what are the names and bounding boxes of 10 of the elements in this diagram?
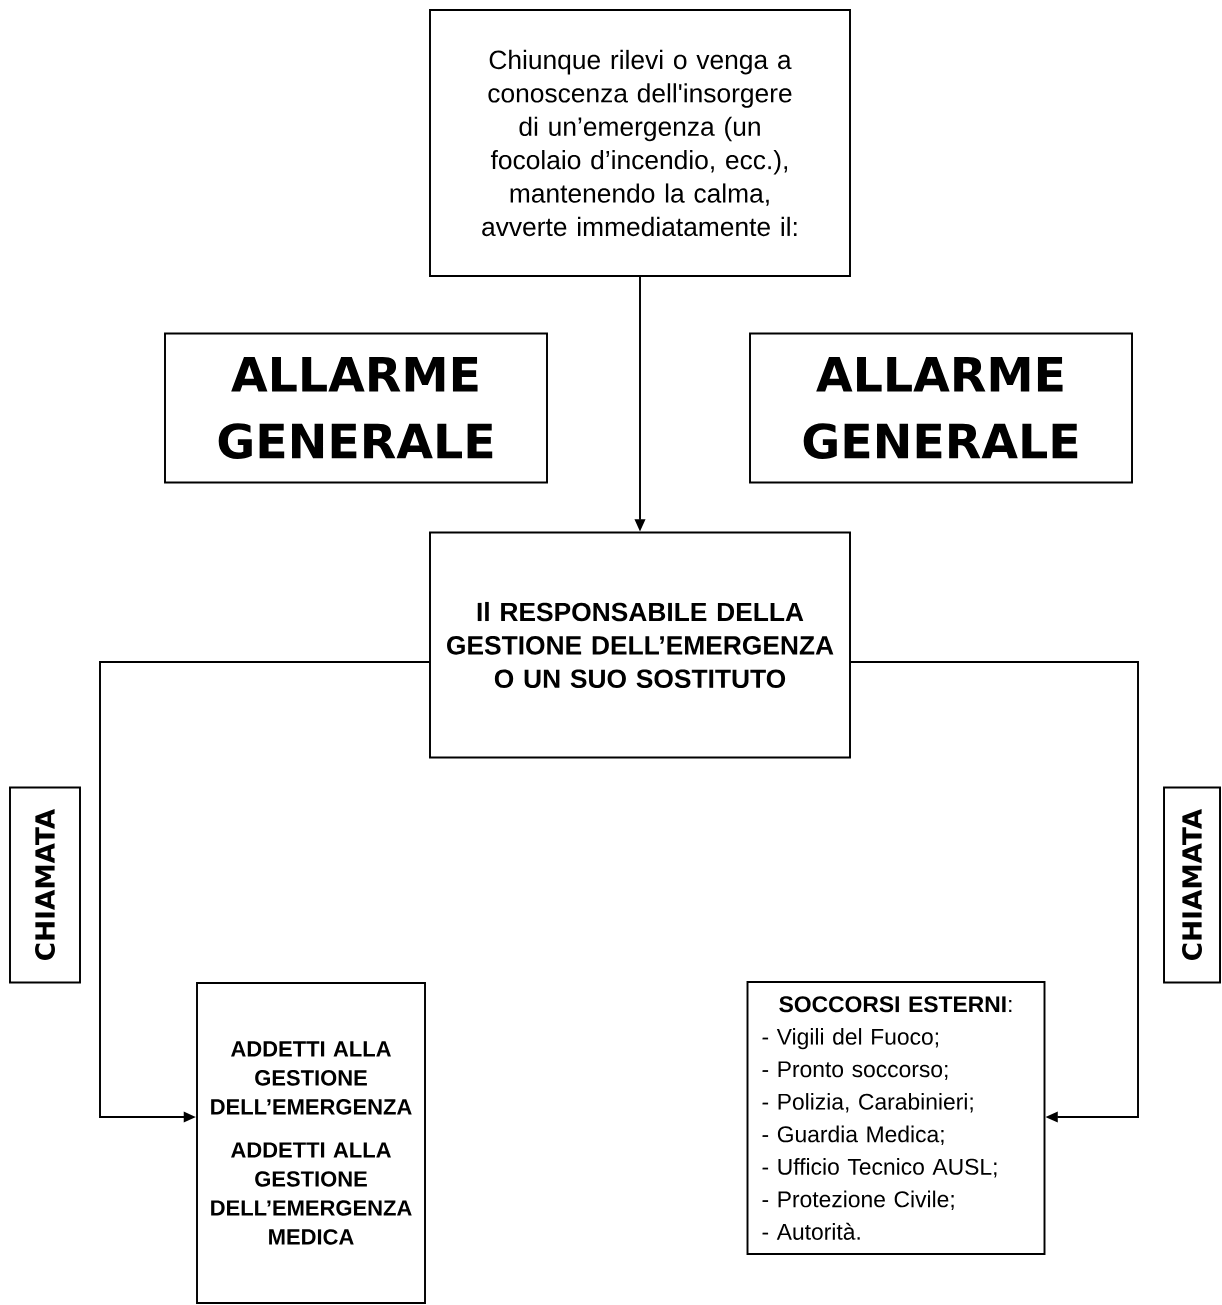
alarm-box: ALLARME GENERALE [164, 332, 548, 484]
process-box: ADDETTI ALLA GESTIONE DELL’EMERGENZA ADDETTI ALLA GESTIONE DELL’EMERGENZA MEDICA [196, 982, 426, 1304]
process-box: Il RESPONSABILE DELLA GESTIONE DELL’EMERGENZA O UN SUO SOSTITUTO [429, 531, 851, 759]
label-box: CHIAMATA [9, 786, 81, 984]
list-box: SOCCORSI ESTERNI: - Vigili del Fuoco; - Pronto soccorso; - Polizia, Carabinieri; - Guardia Medica; - Ufficio Tecnico AUSL; - Protezione Civile; - Autorità. [746, 981, 1046, 1255]
text-box: Chiunque rilevi o venga a conoscenza dell'insorgere di un’emergenza (un focolaio d’incendio, ecc.), mantenendo la calma, avverte immediatamente il: [429, 9, 851, 277]
alarm-box: ALLARME GENERALE [749, 332, 1133, 484]
arrow [99, 661, 430, 1123]
label-box: CHIAMATA [1163, 786, 1221, 984]
arrow [850, 661, 1139, 1123]
